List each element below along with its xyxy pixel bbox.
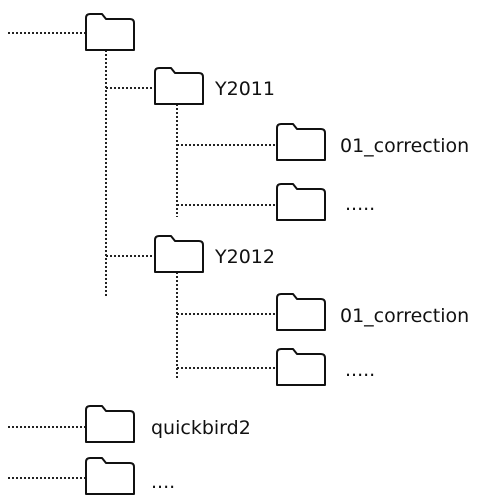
folder-label-quickbird2: quickbird2 [151, 417, 251, 439]
folder-icon [276, 183, 326, 221]
folder-label-y2012: Y2012 [214, 246, 275, 268]
folder-labels: Y2011 01_correction ..... Y2012 01_corre… [151, 78, 469, 493]
folder-icon [154, 67, 204, 105]
folder-icon [85, 457, 135, 495]
folder-icon [85, 13, 135, 51]
folder-icon [276, 123, 326, 161]
folder-label-y2012-child-1: 01_correction [340, 305, 469, 327]
folder-icons [85, 13, 326, 495]
folder-label-y2011-child-2: ..... [345, 193, 375, 215]
folder-icon [154, 235, 204, 273]
folder-label-y2011-child-1: 01_correction [340, 135, 469, 157]
folder-label-ellipsis: .... [151, 471, 175, 493]
folder-icon [85, 405, 135, 443]
folder-icon [276, 293, 326, 331]
folder-label-y2012-child-2: ..... [345, 359, 375, 381]
folder-icon [276, 348, 326, 386]
tree-connectors [8, 32, 277, 479]
folder-label-y2011: Y2011 [214, 78, 275, 100]
